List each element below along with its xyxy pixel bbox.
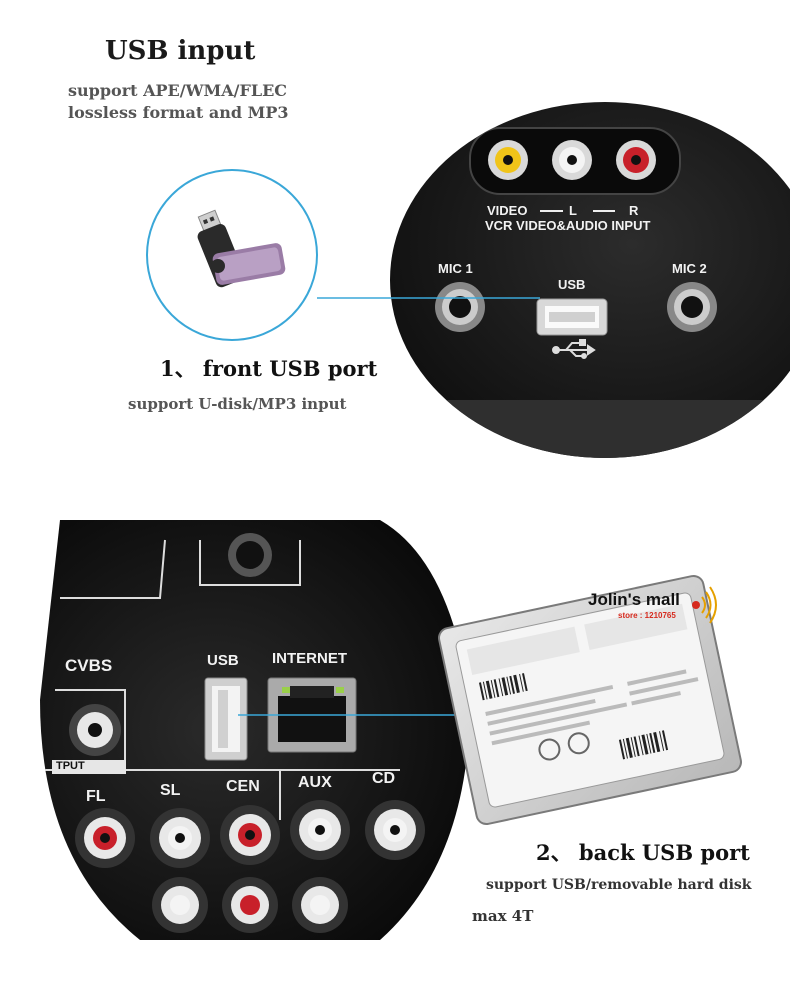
label-mic2: MIC 2: [672, 261, 707, 276]
label-front-usb: USB: [558, 277, 586, 292]
wifi-signal-icon: [692, 586, 717, 624]
hard-drive-image: [438, 574, 742, 826]
watermark-store: store : 1210765: [618, 611, 676, 620]
back-usb-subtitle: support USB/removable hard disk: [486, 877, 752, 893]
front-usb-title: 1、 front USB port: [160, 356, 378, 381]
format-line-2: lossless format and MP3: [68, 103, 289, 122]
back-usb-title: 2、 back USB port: [536, 840, 750, 865]
back-usb-max-capacity: max 4T: [472, 907, 534, 925]
page-title: USB input: [105, 36, 256, 66]
front-usb-subtitle: support U-disk/MP3 input: [128, 395, 347, 413]
label-cvbs: CVBS: [65, 656, 113, 675]
label-aux: AUX: [298, 774, 332, 791]
label-fl: FL: [86, 788, 106, 805]
label-cen: CEN: [226, 778, 260, 795]
label-back-usb: USB: [207, 652, 239, 669]
label-cd: CD: [372, 770, 396, 787]
label-output: TPUT: [52, 760, 126, 774]
usb-symbol-icon: [552, 339, 596, 359]
label-r: R: [629, 203, 639, 218]
label-l: L: [569, 203, 577, 218]
label-sl: SL: [160, 782, 181, 799]
back-panel: [40, 520, 470, 940]
label-mic1: MIC 1: [438, 261, 473, 276]
label-vcr-input: VCR VIDEO&AUDIO INPUT: [485, 218, 651, 233]
label-internet: INTERNET: [272, 650, 347, 667]
label-video: VIDEO: [487, 203, 528, 218]
watermark-brand: Jolin's mall: [588, 590, 680, 609]
format-line-1: support APE/WMA/FLEC: [68, 81, 288, 100]
format-description: support APE/WMA/FLEC lossless format and…: [68, 80, 288, 124]
usb-stick-icon: [197, 209, 286, 288]
